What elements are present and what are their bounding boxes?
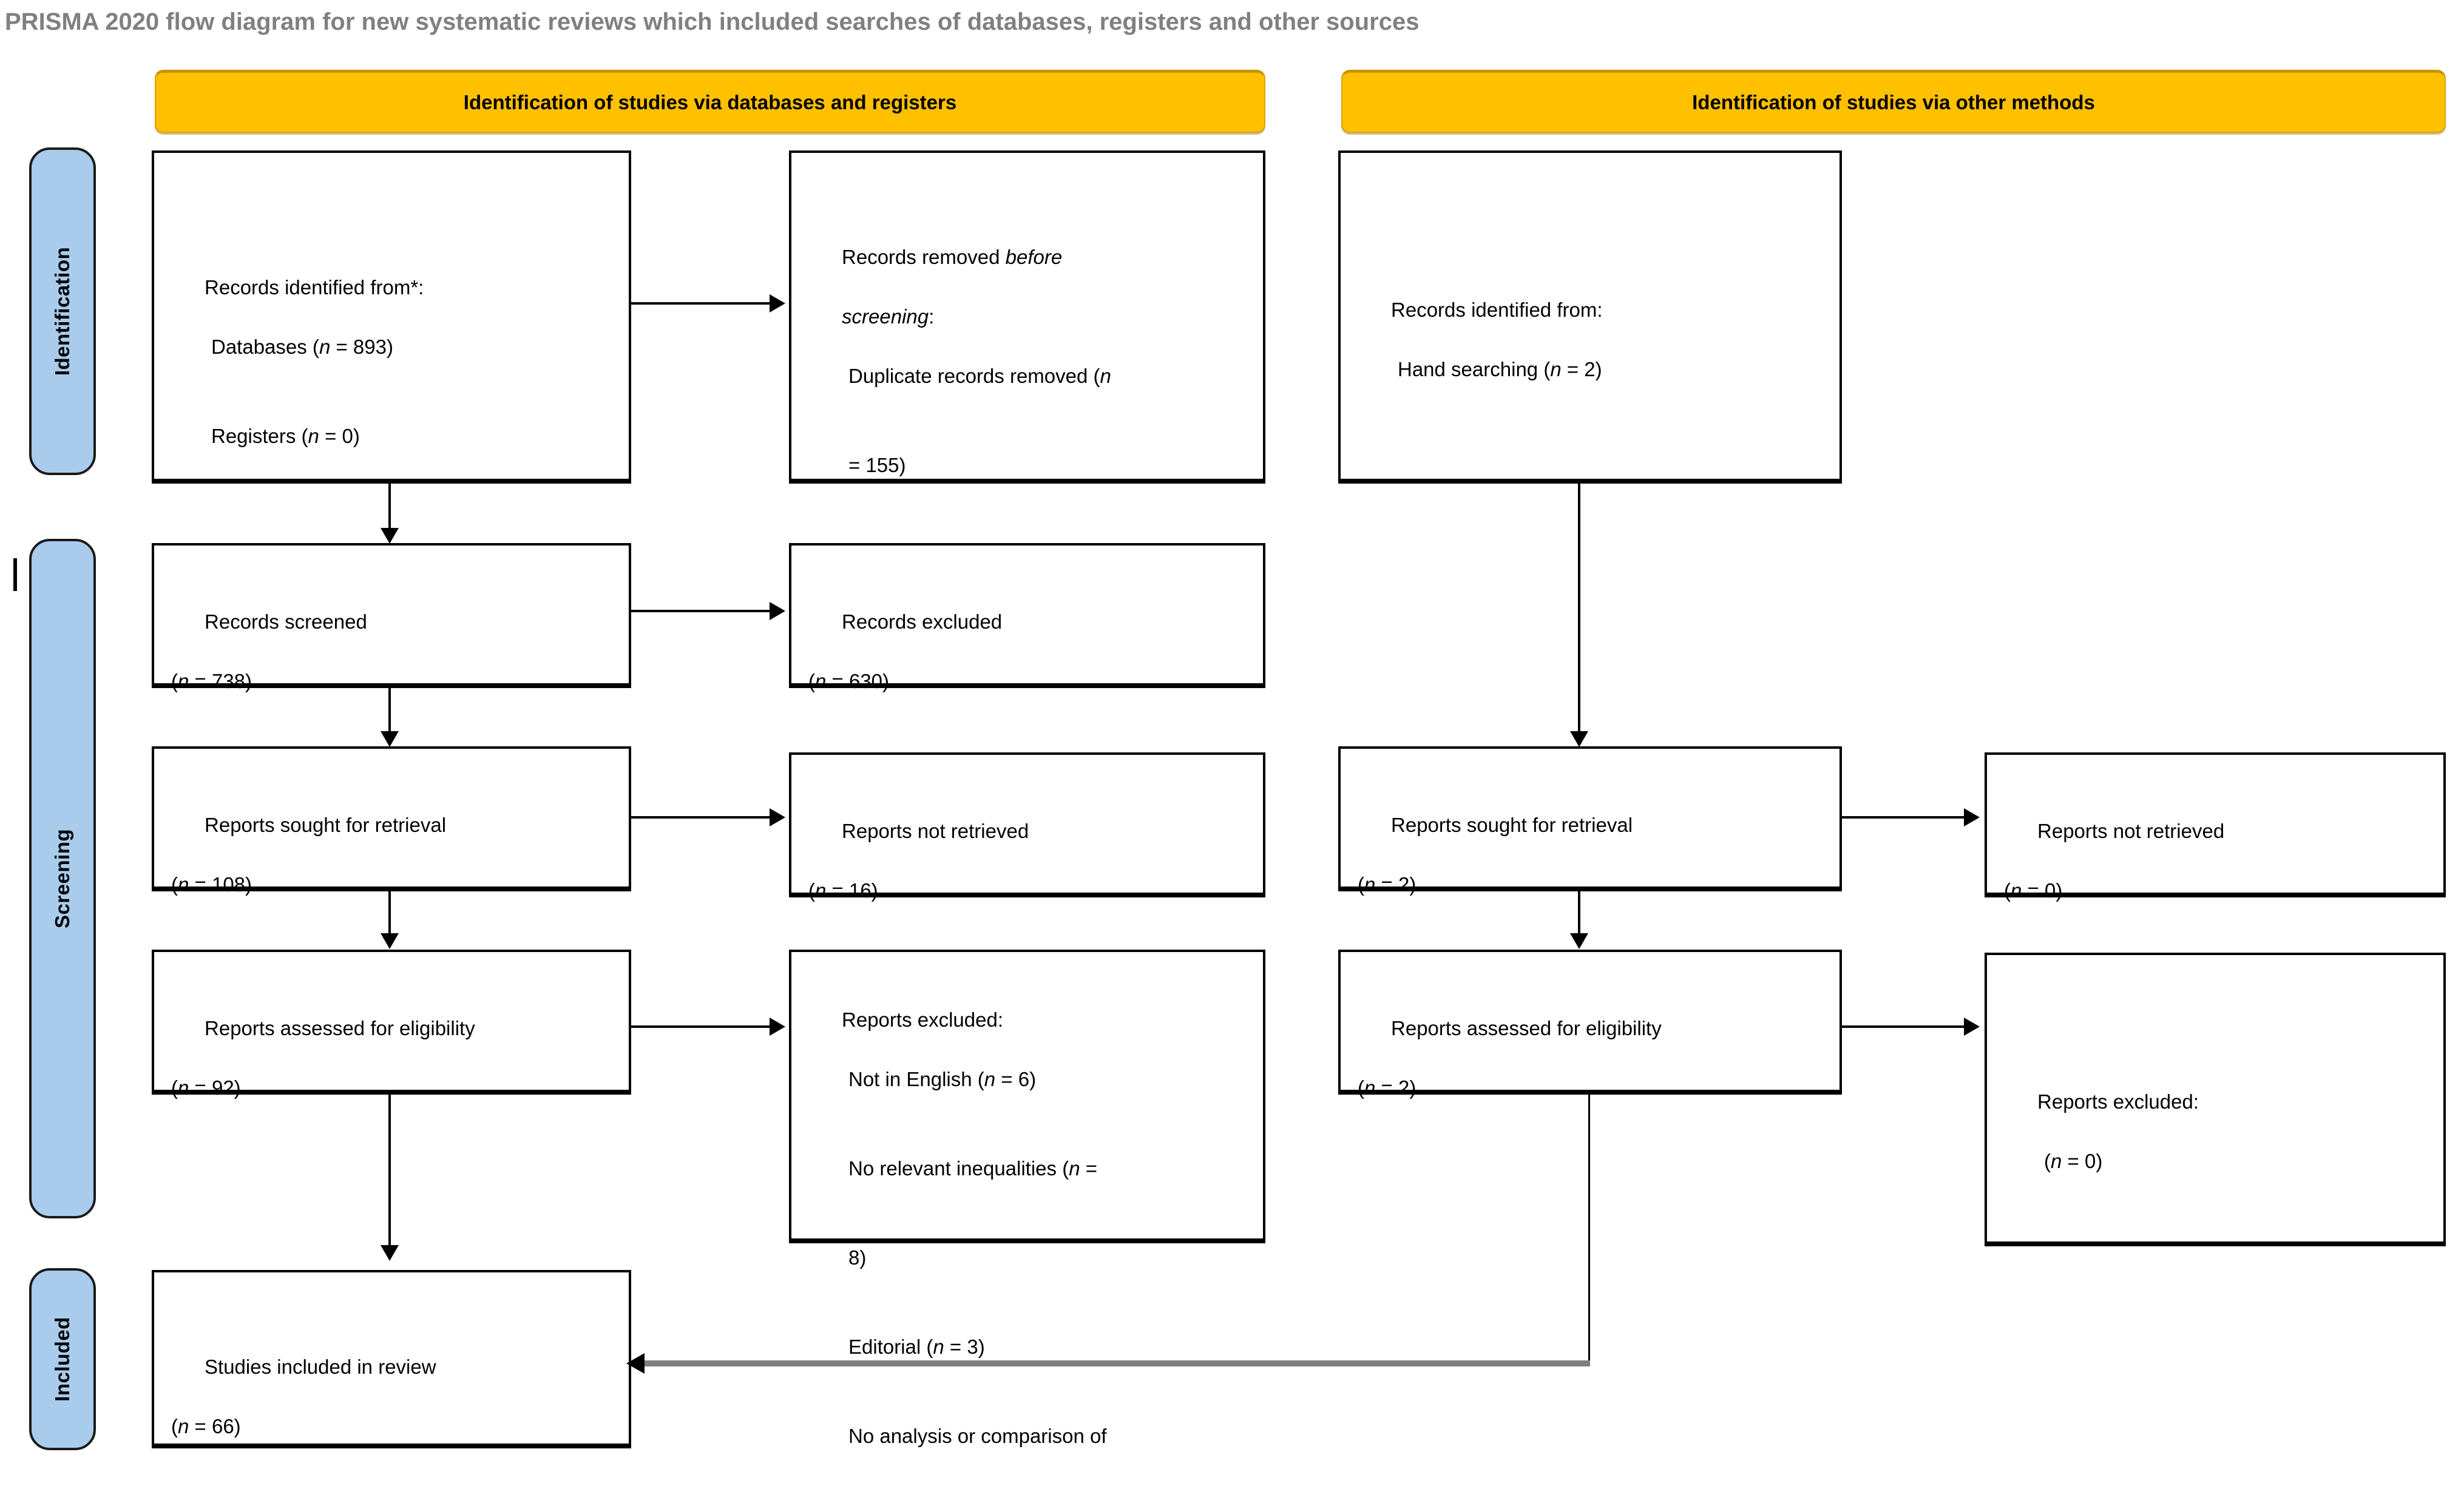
stage-bar-screening: Screening — [29, 539, 96, 1218]
arrowhead-screened-to-sought — [381, 731, 399, 747]
reports-not-retrieved-left-line1: Reports not retrieved — [842, 820, 1029, 842]
connector-screened-to-sought — [388, 686, 391, 741]
connector-identified-other-to-sought-right — [1578, 481, 1580, 742]
arrowhead-identified-other-to-sought-right — [1570, 731, 1588, 747]
stage-bar-included: Included — [29, 1268, 96, 1450]
box-reports-assessed-right: Reports assessed for eligibility (n = 2) — [1338, 950, 1842, 1099]
box-records-identified: Records identified from*: Databases (n =… — [152, 150, 631, 481]
connector-sought-to-not-retrieved-right — [1842, 816, 1966, 819]
arrowhead-sought-to-not-retrieved-right — [1964, 808, 1980, 826]
banner-databases-registers-label: Identification of studies via databases … — [463, 90, 957, 113]
arrowhead-right-to-included — [626, 1353, 645, 1374]
stage-bar-identification: Identification — [29, 147, 96, 475]
records-excluded-line1: Records excluded — [842, 610, 1003, 633]
reports-excluded-left-line3: No relevant inequalities (n = — [848, 1157, 1098, 1180]
arrowhead-assessed-to-included — [381, 1245, 399, 1261]
records-removed-line4: = 155) — [848, 454, 906, 476]
reports-not-retrieved-left-line2: (n = 16) — [808, 879, 878, 902]
records-identified-other-line1: Records identified from: — [1391, 299, 1603, 321]
connector-identified-to-screened — [388, 481, 391, 539]
arrowhead-assessed-to-excluded-left — [770, 1018, 785, 1036]
box-studies-included: Studies included in review (n = 66) — [152, 1270, 631, 1446]
arrowhead-identified-to-screened — [381, 528, 399, 544]
box-records-identified-other: Records identified from: Hand searching … — [1338, 150, 1842, 481]
box-records-screened: Records screened (n = 738) — [152, 543, 631, 692]
banner-other-methods: Identification of studies via other meth… — [1341, 70, 2446, 133]
records-screened-line1: Records screened — [205, 610, 367, 633]
studies-included-line1: Studies included in review — [205, 1356, 436, 1378]
connector-sought-to-assessed-right — [1578, 889, 1580, 945]
box-records-removed-before-screening: Records removed before screening: Duplic… — [789, 150, 1265, 655]
arrowhead-assessed-to-excluded-right — [1964, 1018, 1980, 1036]
screening-tick-mark — [13, 558, 17, 591]
arrowhead-sought-to-not-retrieved-left — [770, 808, 785, 826]
reports-not-retrieved-right-line1: Reports not retrieved — [2037, 820, 2225, 842]
page-title: PRISMA 2020 flow diagram for new systema… — [5, 8, 1420, 35]
reports-sought-right-line2: (n = 2) — [1358, 873, 1416, 896]
records-removed-line3: Duplicate records removed (n — [848, 365, 1111, 387]
records-excluded-line2: (n = 630) — [808, 670, 890, 692]
connector-assessed-to-excluded-right — [1842, 1025, 1966, 1028]
connector-screened-to-excluded — [631, 610, 772, 612]
stage-bar-screening-label: Screening — [51, 828, 73, 929]
connector-right-to-included-horizontal — [645, 1360, 1590, 1366]
box-reports-sought-left: Reports sought for retrieval (n = 108) — [152, 746, 631, 896]
box-reports-assessed-left: Reports assessed for eligibility (n = 92… — [152, 950, 631, 1099]
reports-sought-left-line2: (n = 108) — [171, 873, 252, 896]
arrowhead-sought-to-assessed-right — [1570, 933, 1588, 949]
reports-assessed-right-line2: (n = 2) — [1358, 1076, 1416, 1099]
connector-assessed-to-included — [388, 1092, 391, 1256]
records-identified-line2: Databases (n = 893) — [211, 336, 393, 358]
reports-assessed-right-line1: Reports assessed for eligibility — [1391, 1017, 1662, 1039]
reports-assessed-left-line1: Reports assessed for eligibility — [205, 1017, 475, 1039]
connector-assessed-to-excluded-left — [631, 1025, 772, 1028]
reports-excluded-right-line1: Reports excluded: — [2037, 1090, 2199, 1113]
arrowhead-screened-to-excluded — [770, 602, 785, 620]
stage-bar-included-label: Included — [51, 1317, 73, 1402]
arrowhead-sought-to-assessed-left — [381, 933, 399, 949]
connector-sought-to-not-retrieved-left — [631, 816, 772, 819]
reports-assessed-left-line2: (n = 92) — [171, 1076, 241, 1099]
records-screened-line2: (n = 738) — [171, 670, 252, 692]
records-identified-line1: Records identified from*: — [205, 276, 424, 299]
reports-excluded-right-line2: (n = 0) — [2044, 1150, 2103, 1172]
arrowhead-identified-to-removed — [770, 294, 785, 312]
reports-not-retrieved-right-line2: (n = 0) — [2004, 879, 2063, 902]
reports-excluded-left-line6: No analysis or comparison of — [848, 1425, 1107, 1447]
studies-included-line2: (n = 66) — [171, 1415, 241, 1437]
box-records-excluded: Records excluded (n = 630) — [789, 543, 1265, 692]
box-reports-not-retrieved-left: Reports not retrieved (n = 16) — [789, 752, 1265, 902]
connector-assessed-right-down — [1588, 1092, 1590, 1365]
records-removed-line2: screening: — [842, 305, 935, 328]
reports-sought-right-line1: Reports sought for retrieval — [1391, 814, 1633, 836]
reports-excluded-left-line1: Reports excluded: — [842, 1008, 1003, 1031]
reports-excluded-left-line2: Not in English (n = 6) — [848, 1068, 1037, 1090]
box-reports-not-retrieved-right: Reports not retrieved (n = 0) — [1985, 752, 2446, 902]
box-reports-excluded-left: Reports excluded: Not in English (n = 6)… — [789, 950, 1265, 1447]
records-removed-line1: Records removed before — [842, 246, 1063, 268]
stage-bar-identification-label: Identification — [51, 246, 73, 376]
reports-sought-left-line1: Reports sought for retrieval — [205, 814, 447, 836]
box-reports-sought-right: Reports sought for retrieval (n = 2) — [1338, 746, 1842, 896]
reports-excluded-left-line5: Editorial (n = 3) — [848, 1336, 985, 1358]
reports-excluded-left-line4: 8) — [848, 1246, 867, 1269]
banner-other-methods-label: Identification of studies via other meth… — [1692, 90, 2095, 113]
box-reports-excluded-right: Reports excluded: (n = 0) — [1985, 953, 2446, 1244]
records-identified-line3: Registers (n = 0) — [211, 425, 360, 447]
connector-sought-to-assessed-left — [388, 889, 391, 945]
records-identified-other-line2: Hand searching (n = 2) — [1398, 358, 1602, 380]
banner-databases-registers: Identification of studies via databases … — [155, 70, 1265, 133]
connector-identified-to-removed — [631, 302, 772, 305]
